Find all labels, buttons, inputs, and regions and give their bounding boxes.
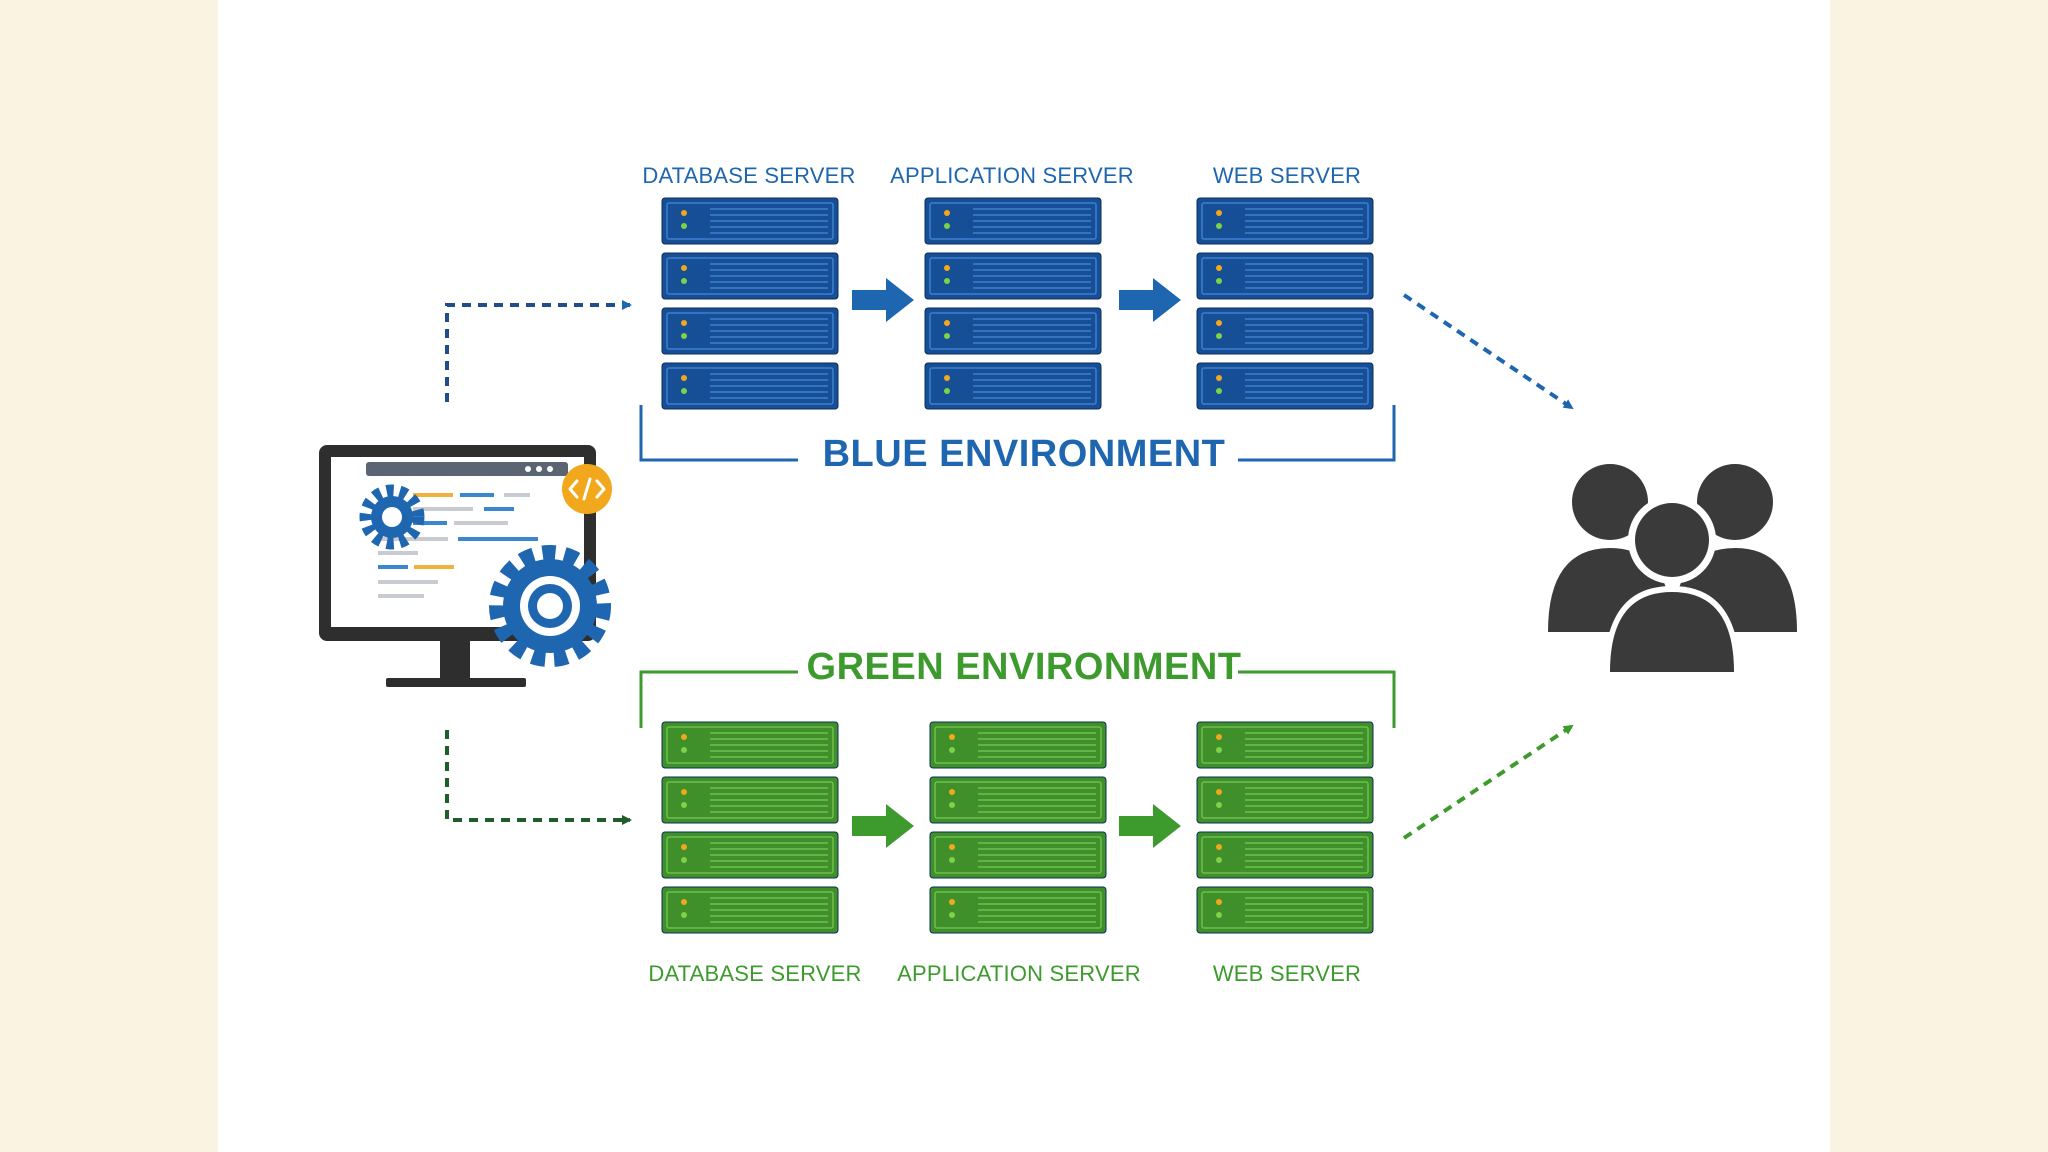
blue-flow-arrow-1	[852, 278, 914, 322]
green-web-server-label: WEB SERVER	[1212, 961, 1362, 986]
green-database-server-label: DATABASE SERVER	[648, 961, 862, 986]
blue-server-rack-2	[924, 197, 1102, 410]
green-flow-arrow-2	[1119, 804, 1181, 848]
blue-server-racks	[661, 197, 1374, 410]
green-server-racks	[661, 721, 1374, 934]
large-gear-icon	[489, 545, 611, 667]
blue-flow-arrows	[852, 278, 1181, 322]
green-server-rack-1	[661, 721, 839, 934]
deploy-arrow-blue	[445, 300, 632, 402]
users-group-icon	[1548, 464, 1797, 676]
blue-web-server-label: WEB SERVER	[1212, 163, 1362, 188]
route-arrow-green-to-users	[1402, 724, 1574, 840]
green-flow-arrows	[852, 804, 1181, 848]
green-environment-title: GREEN ENVIRONMENT	[806, 646, 1242, 688]
blue-environment-bracket	[639, 405, 1396, 462]
blue-server-rack-1	[661, 197, 839, 410]
green-server-rack-3	[1196, 721, 1374, 934]
blue-application-server-label: APPLICATION SERVER	[890, 163, 1134, 188]
green-environment-bracket	[639, 670, 1396, 728]
blue-database-server-label: DATABASE SERVER	[642, 163, 856, 188]
blue-flow-arrow-2	[1119, 278, 1181, 322]
green-server-rack-2	[929, 721, 1107, 934]
green-flow-arrow-1	[852, 804, 914, 848]
green-application-server-label: APPLICATION SERVER	[897, 961, 1141, 986]
blue-server-rack-3	[1196, 197, 1374, 410]
code-icon	[562, 464, 612, 514]
deploy-arrow-green	[445, 730, 632, 825]
route-arrow-blue-to-users	[1402, 293, 1574, 410]
diagram-canvas: DATABASE SERVER APPLICATION SERVER WEB S…	[218, 0, 1830, 1152]
deployment-diagram	[319, 197, 1797, 934]
blue-environment-title: BLUE ENVIRONMENT	[822, 433, 1226, 475]
small-gear-icon	[359, 484, 425, 550]
